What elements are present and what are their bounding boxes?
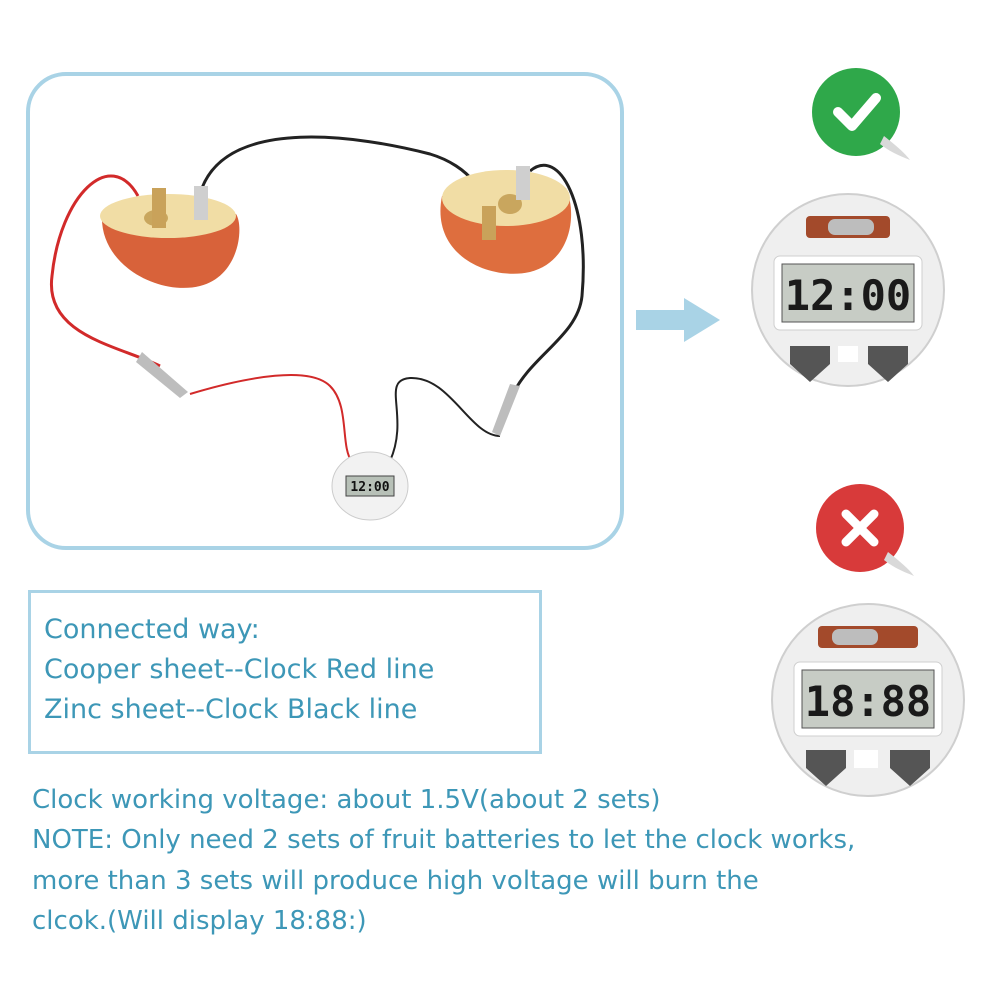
alligator-clip-black [492, 384, 520, 436]
cross-icon [816, 484, 914, 576]
voltage-note: Clock working voltage: about 1.5V(about … [32, 785, 661, 815]
clock-burned: 18:88 [771, 603, 965, 797]
note-line-2: more than 3 sets will produce high volta… [32, 866, 759, 896]
experiment-photo: 12:00 [26, 72, 624, 550]
black-thin-wire [389, 376, 501, 462]
info-copper-line: Cooper sheet--Clock Red line [44, 654, 435, 685]
fruit-battery-illustration: 12:00 [50, 135, 585, 521]
alligator-clip-red [136, 352, 188, 398]
red-wire [50, 174, 161, 368]
clock-display-good: 12:00 [785, 271, 911, 320]
info-zinc-line: Zinc sheet--Clock Black line [44, 694, 418, 725]
info-heading: Connected way: [44, 614, 260, 645]
checkmark-icon [812, 68, 910, 160]
arrow-right-icon [636, 298, 720, 342]
clock-display-bad: 18:88 [805, 677, 931, 726]
note-line-3: clcok.(Will display 18:88:) [32, 906, 367, 936]
connection-info-box [28, 590, 542, 754]
black-wire-right [510, 163, 585, 397]
small-clock: 12:00 [331, 451, 409, 521]
clock-working: 12:00 [751, 193, 945, 387]
right-apple [440, 166, 572, 274]
red-thin-wire [189, 373, 353, 463]
small-clock-display: 12:00 [350, 480, 389, 495]
left-apple [100, 186, 240, 288]
note-line-1: NOTE: Only need 2 sets of fruit batterie… [32, 825, 856, 855]
